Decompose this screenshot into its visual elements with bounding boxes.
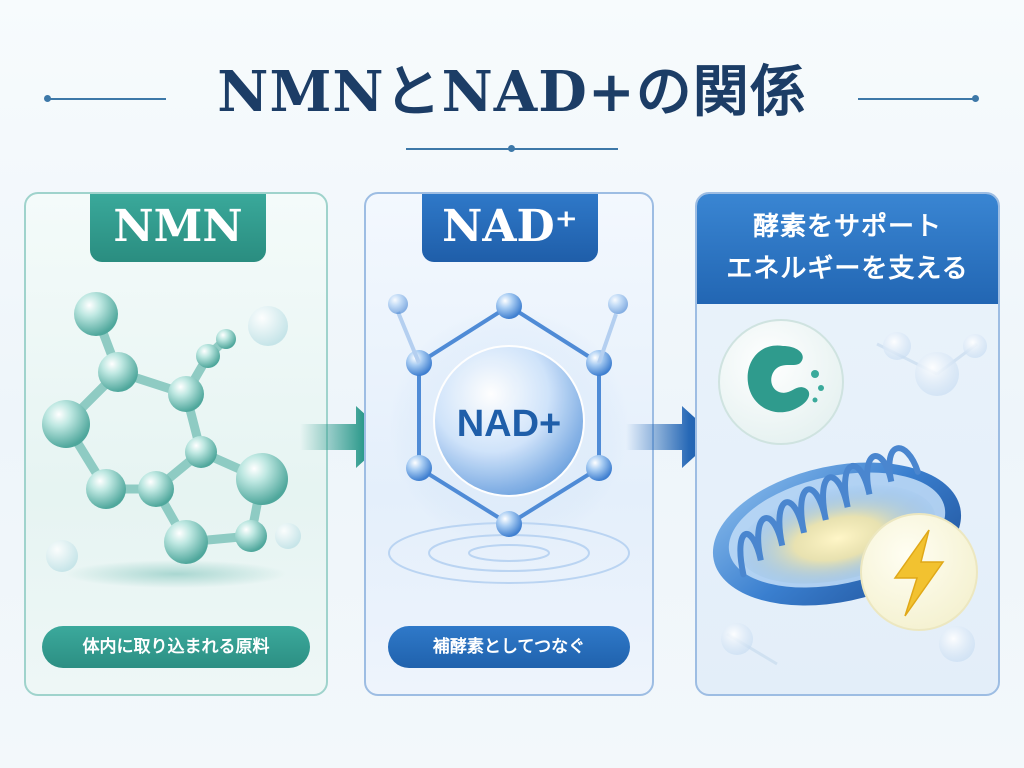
title-underline-dot: [508, 145, 515, 152]
title-deco-dot-right: [972, 95, 979, 102]
enzyme-icon: [718, 319, 844, 445]
panel-nad: NAD⁺: [364, 192, 654, 696]
title-area: NMNとNAD+の関係: [0, 52, 1024, 152]
nad-caption: 補酵素としてつなぐ: [388, 626, 630, 668]
page-title: NMNとNAD+の関係: [217, 59, 807, 125]
panel-enzyme-support: 酵素をサポート エネルギーを支える: [695, 192, 1000, 696]
title-deco-line-left: [48, 98, 166, 100]
enzyme-header-line-2: エネルギーを支える: [726, 254, 969, 284]
molecule-icon: [42, 292, 301, 588]
mitochondria-scene: [712, 319, 987, 666]
nmn-tab: NMN: [90, 194, 266, 262]
enzyme-header-line-1: 酵素をサポート: [752, 212, 942, 242]
arrow-right-icon: [626, 406, 716, 468]
nad-molecule-icon: NAD+: [388, 293, 630, 584]
title-deco-line-right: [858, 98, 976, 100]
enzyme-header: 酵素をサポート エネルギーを支える: [697, 194, 998, 304]
nad-tab: NAD⁺: [422, 194, 598, 262]
nmn-caption: 体内に取り込まれる原料: [42, 626, 310, 668]
nad-center-label: NAD+: [457, 403, 562, 445]
lightning-icon: [860, 513, 978, 631]
panel-nmn: NMN: [24, 192, 328, 696]
title-deco-dot-left: [44, 95, 51, 102]
